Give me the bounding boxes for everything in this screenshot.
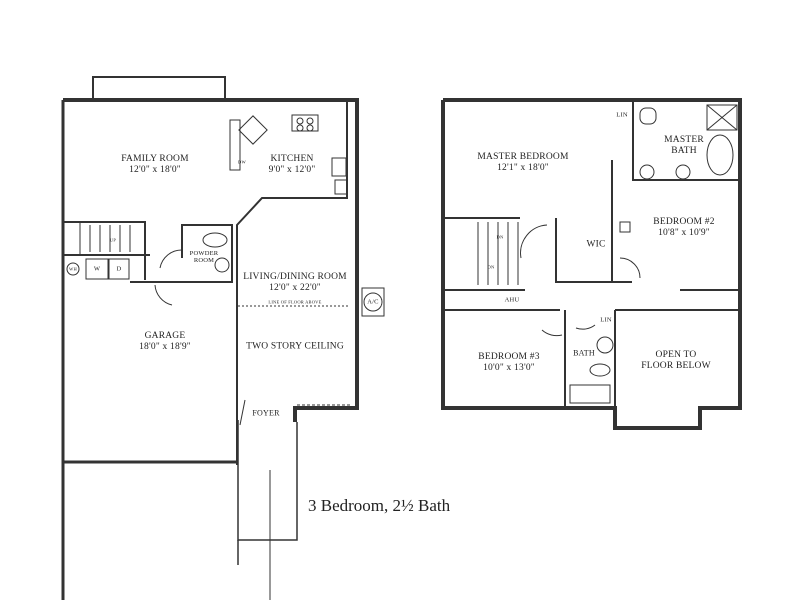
foyer-label: FOYER	[252, 408, 280, 418]
walk-in-closet-label: WIC	[586, 239, 606, 250]
linen-closet-label: LIN	[616, 111, 628, 119]
two-story-ceiling-label: TWO STORY CEILING	[246, 341, 344, 352]
second-floor-fixtures	[477, 104, 738, 404]
ac-unit-label: A/C	[367, 298, 379, 306]
dryer-label: D	[116, 265, 122, 273]
water-heater-label: WH	[69, 266, 77, 272]
ahu-label: AHU	[504, 296, 520, 304]
line-of-floor-above-label: LINE OF FLOOR ABOVE	[268, 299, 322, 305]
bath-label: BATH	[573, 348, 595, 358]
washer-label: W	[93, 265, 101, 273]
master-bath-label: MASTER BATH	[664, 135, 704, 156]
stairs-down-label-2: DN	[487, 264, 495, 270]
stairs-up-label: UP	[109, 237, 117, 243]
plan-caption: 3 Bedroom, 2½ Bath	[308, 496, 451, 515]
second-floor-walls	[441, 98, 742, 430]
dishwasher-label: DW	[238, 159, 246, 165]
first-floor-fixtures	[66, 114, 385, 426]
first-floor-walls	[61, 76, 359, 600]
stairs-down-label: DN	[496, 234, 504, 240]
linen-closet-label-2: LIN	[600, 316, 612, 324]
powder-room-label: POWDER ROOM	[189, 250, 219, 264]
